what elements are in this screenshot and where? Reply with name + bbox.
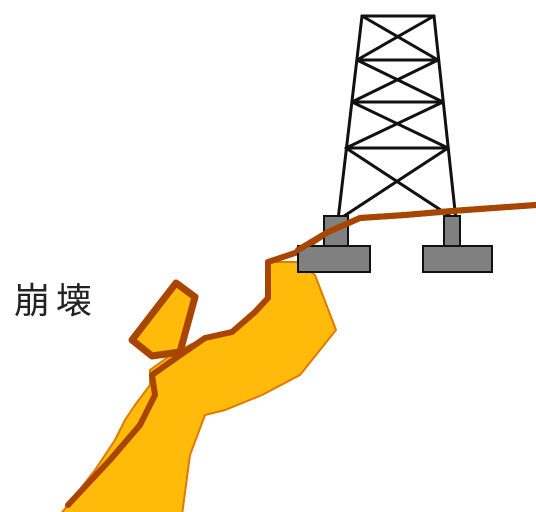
collapsed-soil-mass bbox=[61, 261, 338, 512]
transmission-tower bbox=[336, 14, 458, 222]
left-foundation bbox=[297, 215, 371, 273]
slipped-block bbox=[128, 279, 199, 360]
slope-surface-line-over-foundation bbox=[295, 202, 536, 253]
right-foundation bbox=[422, 215, 493, 273]
collapse-label: 崩壊 bbox=[14, 281, 99, 322]
